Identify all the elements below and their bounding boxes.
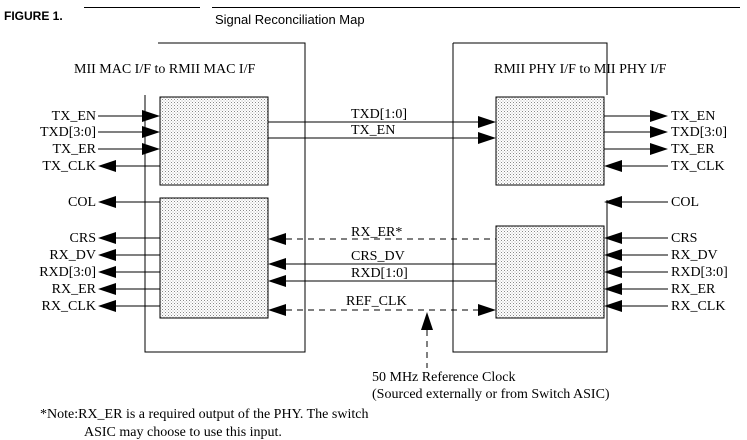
right-tx-module	[495, 96, 605, 186]
left-rx-module	[159, 197, 269, 319]
right-tx-en-arrow	[650, 110, 668, 122]
link-crs-dv-arrow	[268, 258, 286, 270]
left-tx-er-arrow	[142, 143, 160, 155]
link-signal-rx-er: RX_ER*	[351, 225, 402, 240]
link-ref-clk-right-arrow	[478, 304, 496, 316]
right-tx-er-arrow	[650, 143, 668, 155]
left-signal-rxd: RXD[3:0]	[39, 265, 96, 280]
footnote-line2: ASIC may choose to use this input.	[84, 425, 282, 440]
link-signal-ref-clk: REF_CLK	[346, 294, 407, 309]
right-tx-signal-group: TX_EN TXD[3:0] TX_ER TX_CLK	[604, 109, 727, 174]
left-signal-tx-er: TX_ER	[52, 142, 96, 157]
link-tx-en-arrow	[478, 132, 496, 144]
right-signal-rxd: RXD[3:0]	[671, 265, 728, 280]
left-tx-module	[159, 96, 269, 186]
left-rx-clk-arrow	[98, 300, 116, 312]
right-rx-signal-group: CRS RX_DV RXD[3:0] RX_ER RX_CLK	[604, 231, 728, 314]
left-txd-arrow	[142, 126, 160, 138]
link-rx-er-arrow	[268, 233, 286, 245]
right-signal-rx-er: RX_ER	[671, 282, 716, 297]
left-rx-signal-group: CRS RX_DV RXD[3:0] RX_ER RX_CLK	[39, 231, 160, 314]
ref-clock-caption-line2: (Sourced externally or from Switch ASIC)	[372, 387, 610, 402]
right-block-title: RMII PHY I/F to MII PHY I/F	[494, 62, 667, 77]
right-tx-clk-arrow	[604, 160, 622, 172]
figure-title: Signal Reconciliation Map	[215, 12, 365, 27]
left-signal-tx-en: TX_EN	[52, 109, 96, 124]
link-ref-clk-left-arrow	[268, 304, 286, 316]
left-crs-arrow	[98, 232, 116, 244]
right-rx-module	[495, 225, 605, 319]
left-signal-txd: TXD[3:0]	[40, 125, 96, 140]
link-signal-crs-dv: CRS_DV	[351, 249, 405, 264]
right-signal-col: COL	[671, 195, 699, 210]
left-rx-dv-arrow	[98, 249, 116, 261]
left-col-arrow	[98, 196, 116, 208]
right-crs-arrow	[604, 232, 622, 244]
right-block-frame	[452, 42, 608, 353]
right-signal-crs: CRS	[671, 231, 697, 246]
right-col-signal-group: COL	[604, 195, 699, 210]
left-signal-rx-clk: RX_CLK	[42, 299, 96, 314]
link-signal-tx-en: TX_EN	[351, 123, 395, 138]
left-signal-rx-er: RX_ER	[52, 282, 97, 297]
link-signal-group: TXD[1:0] TX_EN RX_ER* CRS_DV RXD[1:0] RE…	[268, 107, 496, 368]
left-signal-crs: CRS	[70, 231, 96, 246]
left-signal-rx-dv: RX_DV	[49, 248, 96, 263]
right-signal-rx-clk: RX_CLK	[671, 299, 725, 314]
left-signal-tx-clk: TX_CLK	[42, 159, 96, 174]
right-rx-clk-arrow	[604, 300, 622, 312]
right-signal-tx-clk: TX_CLK	[671, 159, 725, 174]
link-txd-arrow	[478, 116, 496, 128]
left-block-frame	[144, 42, 306, 353]
right-signal-tx-en: TX_EN	[671, 109, 715, 124]
right-txd-arrow	[650, 126, 668, 138]
right-col-arrow	[604, 196, 622, 208]
right-signal-rx-dv: RX_DV	[671, 248, 718, 263]
left-rx-er-arrow	[98, 283, 116, 295]
right-rx-er-arrow	[604, 283, 622, 295]
right-rxd-arrow	[604, 266, 622, 278]
left-tx-en-arrow	[142, 110, 160, 122]
footnote-line1: *Note:RX_ER is a required output of the …	[40, 407, 368, 422]
right-rx-dv-arrow	[604, 249, 622, 261]
left-block-title: MII MAC I/F to RMII MAC I/F	[74, 62, 255, 77]
figure-label: FIGURE 1.	[4, 9, 63, 23]
ref-clk-source-arrow	[421, 312, 433, 330]
link-signal-rxd: RXD[1:0]	[351, 266, 408, 281]
left-tx-signal-group: TX_EN TXD[3:0] TX_ER TX_CLK	[40, 109, 160, 174]
left-col-signal-group: COL	[68, 195, 160, 210]
link-signal-txd: TXD[1:0]	[351, 107, 407, 122]
ref-clock-caption-line1: 50 MHz Reference Clock	[372, 370, 515, 385]
left-rxd-arrow	[98, 266, 116, 278]
left-signal-col: COL	[68, 195, 96, 210]
right-signal-txd: TXD[3:0]	[671, 125, 727, 140]
right-signal-tx-er: TX_ER	[671, 142, 715, 157]
left-tx-clk-arrow	[98, 160, 116, 172]
link-rxd-arrow	[268, 275, 286, 287]
